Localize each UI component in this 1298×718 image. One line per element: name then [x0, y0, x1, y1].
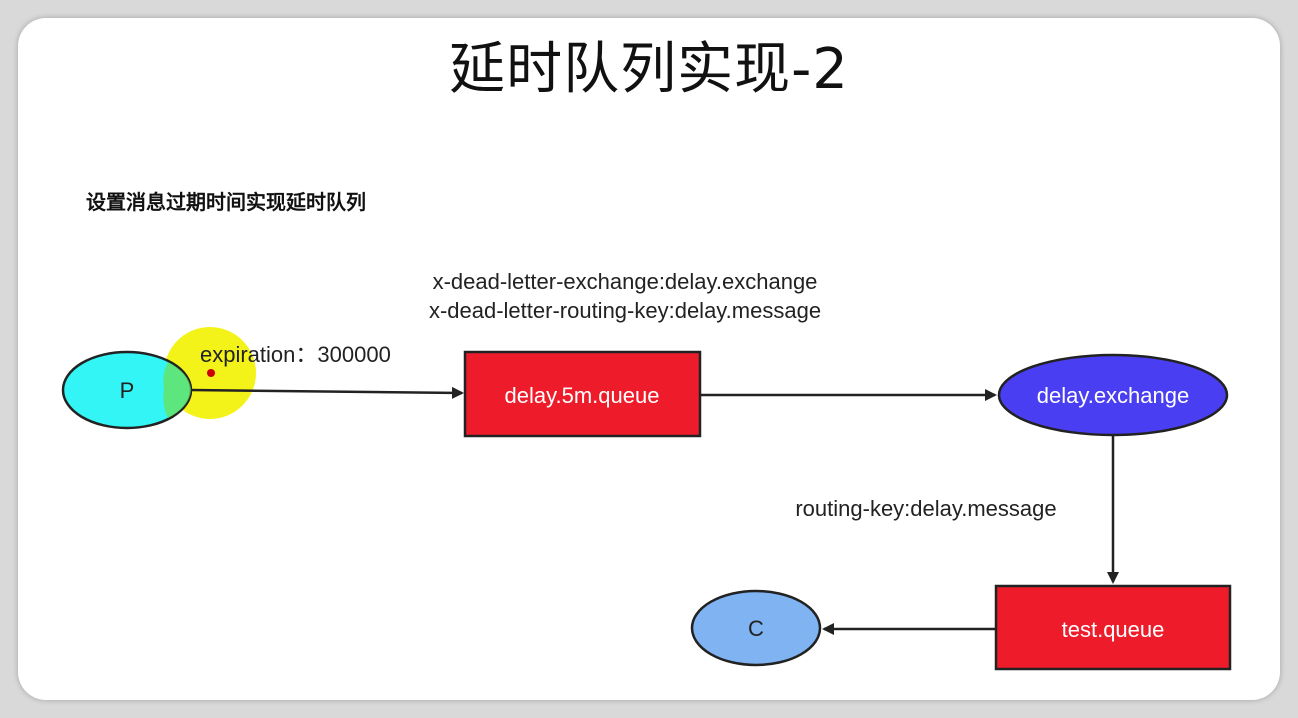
delay-queue-label: delay.5m.queue	[505, 383, 660, 408]
highlight-overlap	[163, 362, 191, 418]
delay-queue-node	[463, 350, 702, 438]
consumer-node	[690, 589, 822, 667]
consumer-label: C	[748, 616, 764, 641]
dlx-exchange-label: x-dead-letter-exchange:delay.exchange	[433, 269, 818, 294]
test-queue-label: test.queue	[1062, 617, 1165, 642]
slide-subtitle: 设置消息过期时间实现延时队列	[86, 190, 366, 214]
dlx-routing-key-label: x-dead-letter-routing-key:delay.message	[429, 298, 821, 323]
expiration-label: expiration：300000	[200, 342, 391, 367]
producer-label: P	[120, 378, 135, 403]
cursor-dot	[207, 369, 215, 377]
routing-key-label: routing-key:delay.message	[795, 496, 1056, 521]
slide-title: 延时队列实现-2	[449, 37, 849, 102]
delay-exchange-label: delay.exchange	[1037, 383, 1190, 408]
test-queue-node	[994, 584, 1232, 671]
arrow-producer-to-delay-queue	[190, 386, 464, 399]
